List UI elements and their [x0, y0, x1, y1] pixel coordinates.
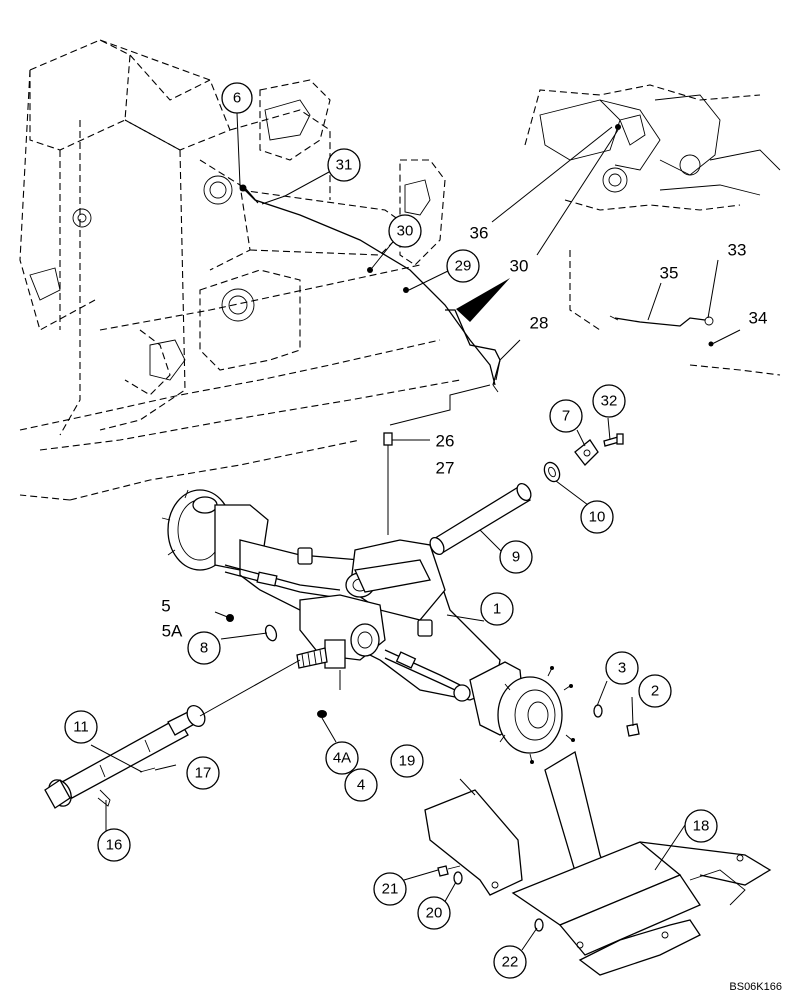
callout-2[interactable]: 2	[638, 674, 672, 708]
callout-8-label: 8	[200, 640, 208, 657]
callout-29-label: 29	[455, 258, 472, 275]
callout-32[interactable]: 32	[592, 384, 626, 418]
washer-20	[453, 871, 463, 885]
pivot-pin-9	[429, 482, 532, 556]
plug-4	[317, 710, 327, 718]
callout-30-upper-label: 30	[397, 223, 414, 240]
callout-7[interactable]: 7	[549, 399, 583, 433]
callout-18[interactable]: 18	[684, 809, 718, 843]
pin-17	[139, 767, 156, 773]
callout-17-label: 17	[195, 765, 212, 782]
callout-16-label: 16	[106, 837, 123, 854]
callout-1-label: 1	[493, 601, 501, 618]
housing-detail-upper-right	[524, 84, 781, 376]
brake-line-upper	[239, 184, 501, 393]
callout-3-label: 3	[618, 660, 626, 677]
shield-19	[424, 789, 523, 896]
callout-3[interactable]: 3	[605, 651, 639, 685]
callout-10[interactable]: 10	[580, 500, 614, 534]
fitting-26-27	[383, 432, 430, 535]
callout-16[interactable]: 16	[97, 828, 131, 862]
front-axle-assembly	[161, 489, 575, 764]
callout-2-label: 2	[651, 683, 659, 700]
brake-line-35	[609, 315, 714, 347]
retainer-7-bolt-32	[574, 433, 624, 466]
callout-7-label: 7	[562, 408, 570, 425]
callout-6[interactable]: 6	[221, 82, 253, 114]
callout-32-label: 32	[601, 393, 618, 410]
label-36[interactable]: 36	[470, 224, 489, 243]
callout-18-label: 18	[693, 818, 710, 835]
washer-10	[543, 461, 561, 483]
drive-shaft-11	[44, 659, 301, 809]
callout-8[interactable]: 8	[187, 631, 221, 665]
label-30-lower[interactable]: 30	[510, 257, 529, 276]
callout-20-label: 20	[426, 905, 443, 922]
callout-17[interactable]: 17	[186, 756, 220, 790]
callout-6-label: 6	[233, 90, 241, 107]
frame-pivot-bosses	[29, 99, 431, 381]
callout-9-label: 9	[512, 549, 520, 566]
callout-20[interactable]: 20	[417, 896, 451, 930]
callout-19-label: 19	[399, 753, 416, 770]
clip-16	[97, 789, 111, 807]
chassis-frame-dashed	[19, 39, 461, 501]
leader-lines	[90, 112, 741, 951]
bolt-21	[437, 865, 461, 877]
callout-9[interactable]: 9	[499, 540, 533, 574]
callout-19[interactable]: 19	[390, 744, 424, 778]
callout-10-label: 10	[589, 509, 606, 526]
callout-22-label: 22	[502, 954, 519, 971]
callout-11[interactable]: 11	[64, 710, 98, 744]
callout-4-label: 4	[357, 777, 365, 794]
callout-22[interactable]: 22	[493, 945, 527, 979]
callout-21-label: 21	[382, 881, 399, 898]
label-5[interactable]: 5	[161, 597, 170, 616]
callout-31-label: 31	[336, 157, 353, 174]
figure-id: BS06K166	[729, 981, 782, 993]
callout-1[interactable]: 1	[480, 592, 514, 626]
direction-arrow	[456, 278, 510, 322]
callout-31[interactable]: 31	[327, 148, 361, 182]
washer-8	[264, 624, 278, 642]
callout-29[interactable]: 29	[446, 249, 480, 283]
callout-11-label: 11	[73, 719, 89, 736]
callout-4[interactable]: 4	[344, 768, 378, 802]
guard-18	[511, 750, 772, 976]
label-27[interactable]: 27	[436, 459, 455, 478]
label-5a[interactable]: 5A	[162, 622, 183, 641]
label-34[interactable]: 34	[749, 309, 768, 328]
label-28[interactable]: 28	[530, 314, 549, 333]
callout-21[interactable]: 21	[373, 872, 407, 906]
callout-4a-label: 4A	[333, 750, 351, 767]
label-35[interactable]: 35	[660, 264, 679, 283]
nut-2-washer-3	[593, 704, 640, 737]
label-33[interactable]: 33	[728, 241, 747, 260]
detail-break-line	[389, 384, 491, 426]
label-26[interactable]: 26	[436, 432, 455, 451]
callout-30-upper[interactable]: 30	[388, 214, 422, 248]
callout-4a[interactable]: 4A	[325, 741, 359, 775]
